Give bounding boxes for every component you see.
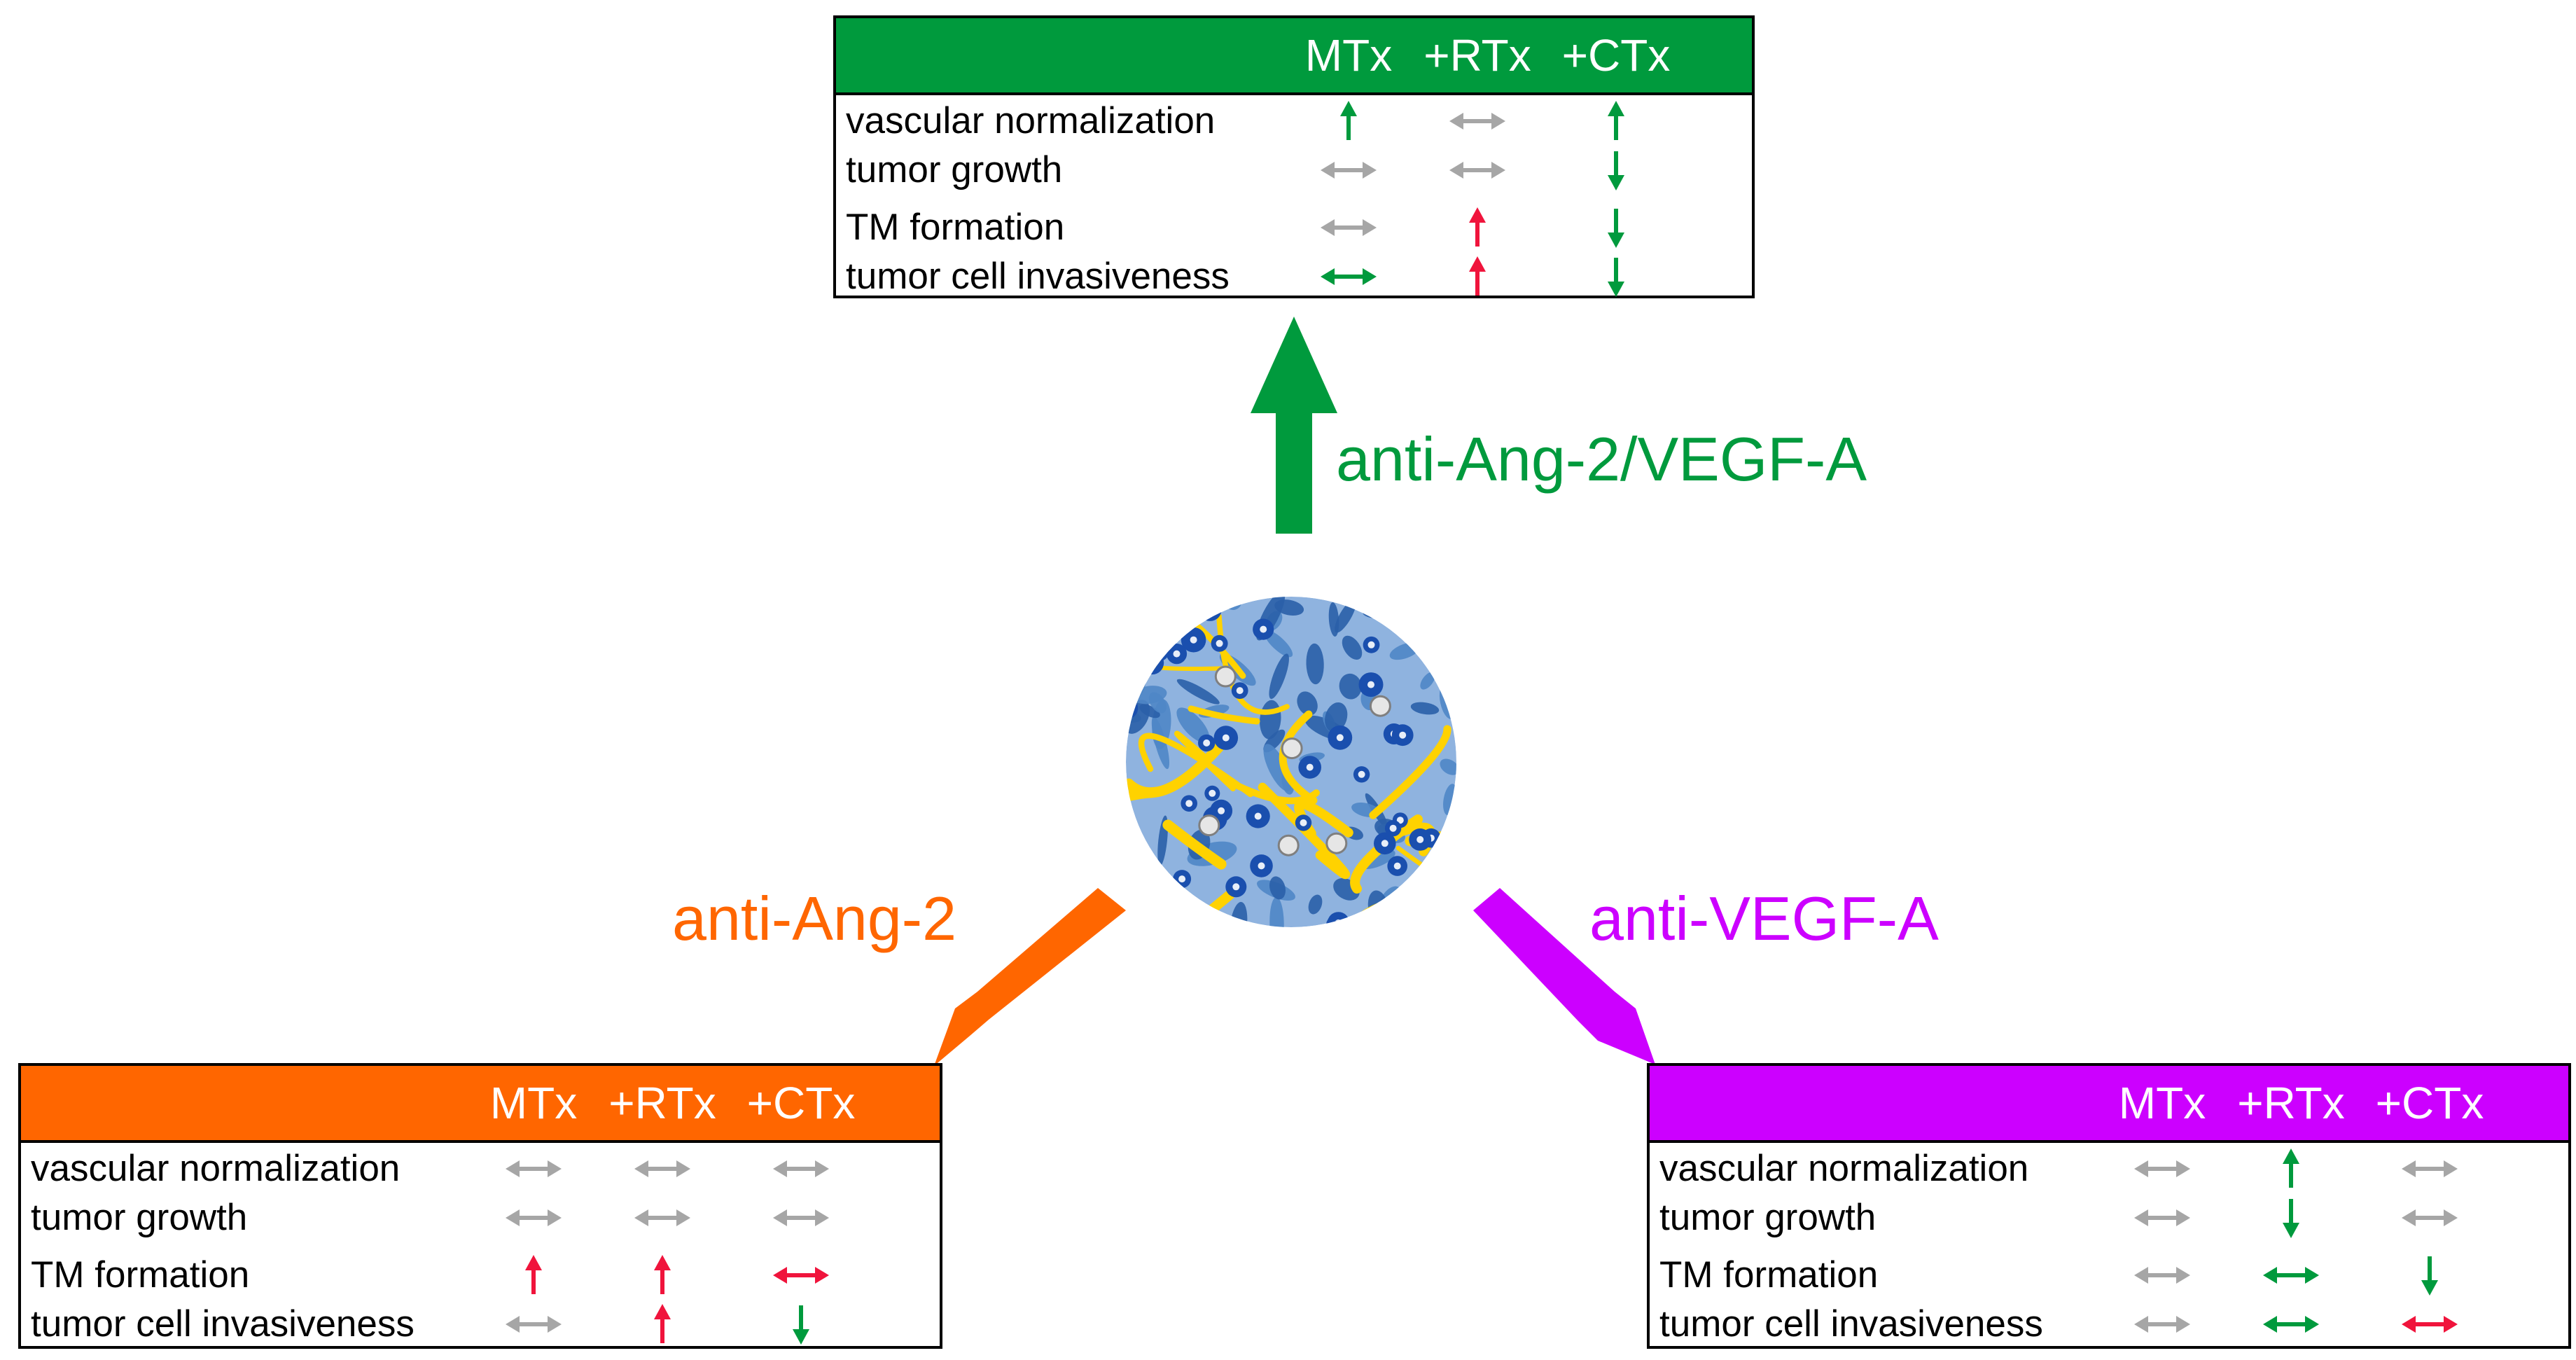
row-label: tumor cell invasiveness [1659,1303,2043,1345]
table-row: vascular normalization [836,97,1752,146]
arrow-down-left-icon [934,888,1126,1066]
row-label: tumor cell invasiveness [31,1303,415,1345]
row-label: TM formation [31,1254,250,1296]
panel-anti-ang2: MTx +RTx +CTx vascular normalization tumor g… [18,1063,942,1349]
arrow-left-right-icon [2256,1251,2326,1300]
arrow-left-right-icon [766,1193,836,1242]
panel-anti-ang2-vegfa: MTx +RTx +CTx vascular normalization tumor g… [833,15,1755,298]
column-header: MTx [2118,1078,2206,1128]
table-row: vascular normalization [1650,1144,2568,1193]
arrow-up-icon [627,1251,697,1300]
column-header: MTx [1304,30,1393,81]
table-row: tumor cell invasiveness [836,252,1752,301]
arrow-left-right-icon [499,1144,569,1193]
table-row: TM formation [1650,1251,2568,1300]
arrow-left-right-icon [2127,1144,2197,1193]
arrow-left-right-icon [1442,97,1512,146]
arrow-left-right-icon [2395,1300,2465,1349]
arrow-down-right-icon [1473,888,1655,1064]
arrow-up-icon [1581,97,1651,146]
arrow-up-icon [1314,97,1384,146]
row-label: TM formation [1659,1254,1879,1296]
row-label: tumor growth [31,1197,248,1238]
label-anti-vegfa: anti-VEGF-A [1589,884,1939,953]
arrow-left-right-icon [499,1300,569,1349]
panel-header: MTx +RTx +CTx [21,1066,940,1143]
arrow-down-icon [766,1300,836,1349]
table-row: tumor growth [21,1193,940,1242]
row-label: tumor growth [1659,1197,1877,1238]
arrow-left-right-icon [2127,1300,2197,1349]
panel-header: MTx +RTx +CTx [836,18,1752,95]
table-row: tumor cell invasiveness [1650,1300,2568,1349]
table-row: TM formation [836,203,1752,252]
arrow-left-right-icon [2395,1193,2465,1242]
arrow-left-right-icon [2127,1193,2197,1242]
arrow-up-icon [1442,203,1512,252]
row-label: tumor growth [846,149,1063,190]
label-anti-ang2: anti-Ang-2 [672,884,957,953]
arrow-left-right-icon [627,1144,697,1193]
label-anti-ang2-vegfa: anti-Ang-2/VEGF-A [1336,424,1867,494]
row-label: TM formation [846,207,1065,248]
arrow-down-icon [1581,146,1651,195]
column-header: +RTx [2237,1078,2345,1128]
table-row: TM formation [21,1251,940,1300]
arrow-left-right-icon [2395,1144,2465,1193]
column-header: +CTx [2375,1078,2484,1128]
panel-header: MTx +RTx +CTx [1650,1066,2568,1143]
column-header: +CTx [746,1078,856,1128]
arrow-up-icon [627,1300,697,1349]
column-header: +RTx [608,1078,716,1128]
arrow-down-icon [1581,203,1651,252]
arrow-up-icon [2256,1144,2326,1193]
table-row: tumor growth [836,146,1752,195]
tumor-cell-cluster-icon [1126,597,1456,927]
arrow-left-right-icon [1314,203,1384,252]
arrow-left-right-icon [2256,1300,2326,1349]
column-header: +CTx [1561,30,1671,81]
arrow-left-right-icon [499,1193,569,1242]
row-label: vascular normalization [31,1148,401,1189]
column-header: MTx [489,1078,578,1128]
arrow-left-right-icon [1314,146,1384,195]
arrow-left-right-icon [2127,1251,2197,1300]
arrow-left-right-icon [766,1144,836,1193]
row-label: vascular normalization [1659,1148,2029,1189]
table-row: tumor growth [1650,1193,2568,1242]
arrow-up-icon [499,1251,569,1300]
table-row: vascular normalization [21,1144,940,1193]
arrow-left-right-icon [627,1193,697,1242]
panel-anti-vegfa: MTx +RTx +CTx vascular normalization tumor g… [1647,1063,2571,1349]
arrow-down-icon [2395,1251,2465,1300]
arrow-left-right-icon [1442,146,1512,195]
arrow-up-icon [1251,317,1337,534]
arrow-down-icon [2256,1193,2326,1242]
arrow-left-right-icon [1314,252,1384,301]
arrow-up-icon [1442,252,1512,301]
row-label: tumor cell invasiveness [846,256,1230,297]
column-header: +RTx [1423,30,1531,81]
row-label: vascular normalization [846,100,1216,141]
arrow-left-right-icon [766,1251,836,1300]
arrow-down-icon [1581,252,1651,301]
table-row: tumor cell invasiveness [21,1300,940,1349]
